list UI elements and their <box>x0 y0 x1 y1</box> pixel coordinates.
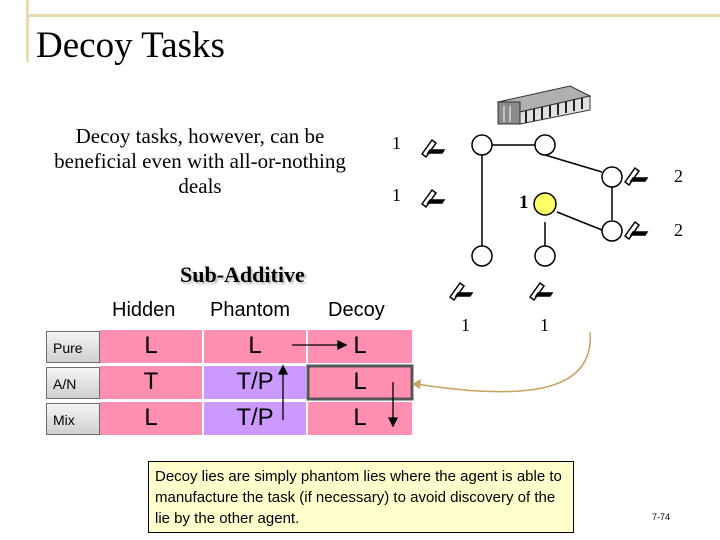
graph-nodes <box>471 134 623 267</box>
note-box: Decoy lies are simply phantom lies where… <box>148 461 574 533</box>
table-cell: T <box>143 368 159 395</box>
graph-node-center <box>533 192 557 216</box>
table-cell: L <box>353 332 367 359</box>
table-cells-bg <box>100 330 414 435</box>
cost-label: 1 <box>461 315 470 335</box>
column-header-phantom: Phantom <box>210 299 291 321</box>
cost-label: 2 <box>674 166 683 186</box>
letter-icons <box>420 138 649 302</box>
table-cell: T/P <box>236 404 274 431</box>
letter-icon <box>448 281 474 302</box>
graph-node <box>601 220 623 242</box>
table-cell: L <box>144 404 158 431</box>
row-label-mix: Mix <box>46 403 100 435</box>
table-cell: T/P <box>236 368 274 395</box>
graph-node <box>601 166 623 188</box>
cost-label: 1 <box>392 133 401 153</box>
intro-text: Decoy tasks, however, can be beneficial … <box>54 124 346 198</box>
column-header-decoy: Decoy <box>328 299 385 321</box>
graph-node <box>471 245 493 267</box>
page-number: 7-74 <box>652 512 671 522</box>
graph-node <box>471 134 493 156</box>
row-label-pure: Pure <box>46 331 100 363</box>
connector-arrow <box>412 331 591 393</box>
slide-title: Decoy Tasks <box>36 25 225 66</box>
table-cell: L <box>353 404 367 431</box>
table-cell: L <box>144 332 158 359</box>
cost-label: 1 <box>392 185 401 205</box>
center-node-label: 1 <box>519 192 529 213</box>
cost-label: 1 <box>540 315 549 335</box>
slide-frame-horizontal <box>26 14 720 17</box>
table-arrows <box>277 339 399 428</box>
letter-icon <box>623 220 649 241</box>
table-cell: L <box>353 368 367 395</box>
letter-icon <box>528 281 554 302</box>
graph-edges <box>481 144 613 246</box>
table-cell: L <box>248 332 262 359</box>
section-label: Sub-Additive <box>180 262 305 287</box>
building-icon <box>496 85 592 125</box>
letter-icon <box>420 138 446 159</box>
graph-node <box>534 245 556 267</box>
graph-node <box>534 134 556 156</box>
slide-frame-vertical <box>26 0 29 62</box>
letter-icon <box>623 166 649 187</box>
row-label-an: A/N <box>46 367 100 399</box>
letter-icon <box>420 188 446 209</box>
column-header-hidden: Hidden <box>112 299 176 321</box>
cost-label: 2 <box>674 220 683 240</box>
